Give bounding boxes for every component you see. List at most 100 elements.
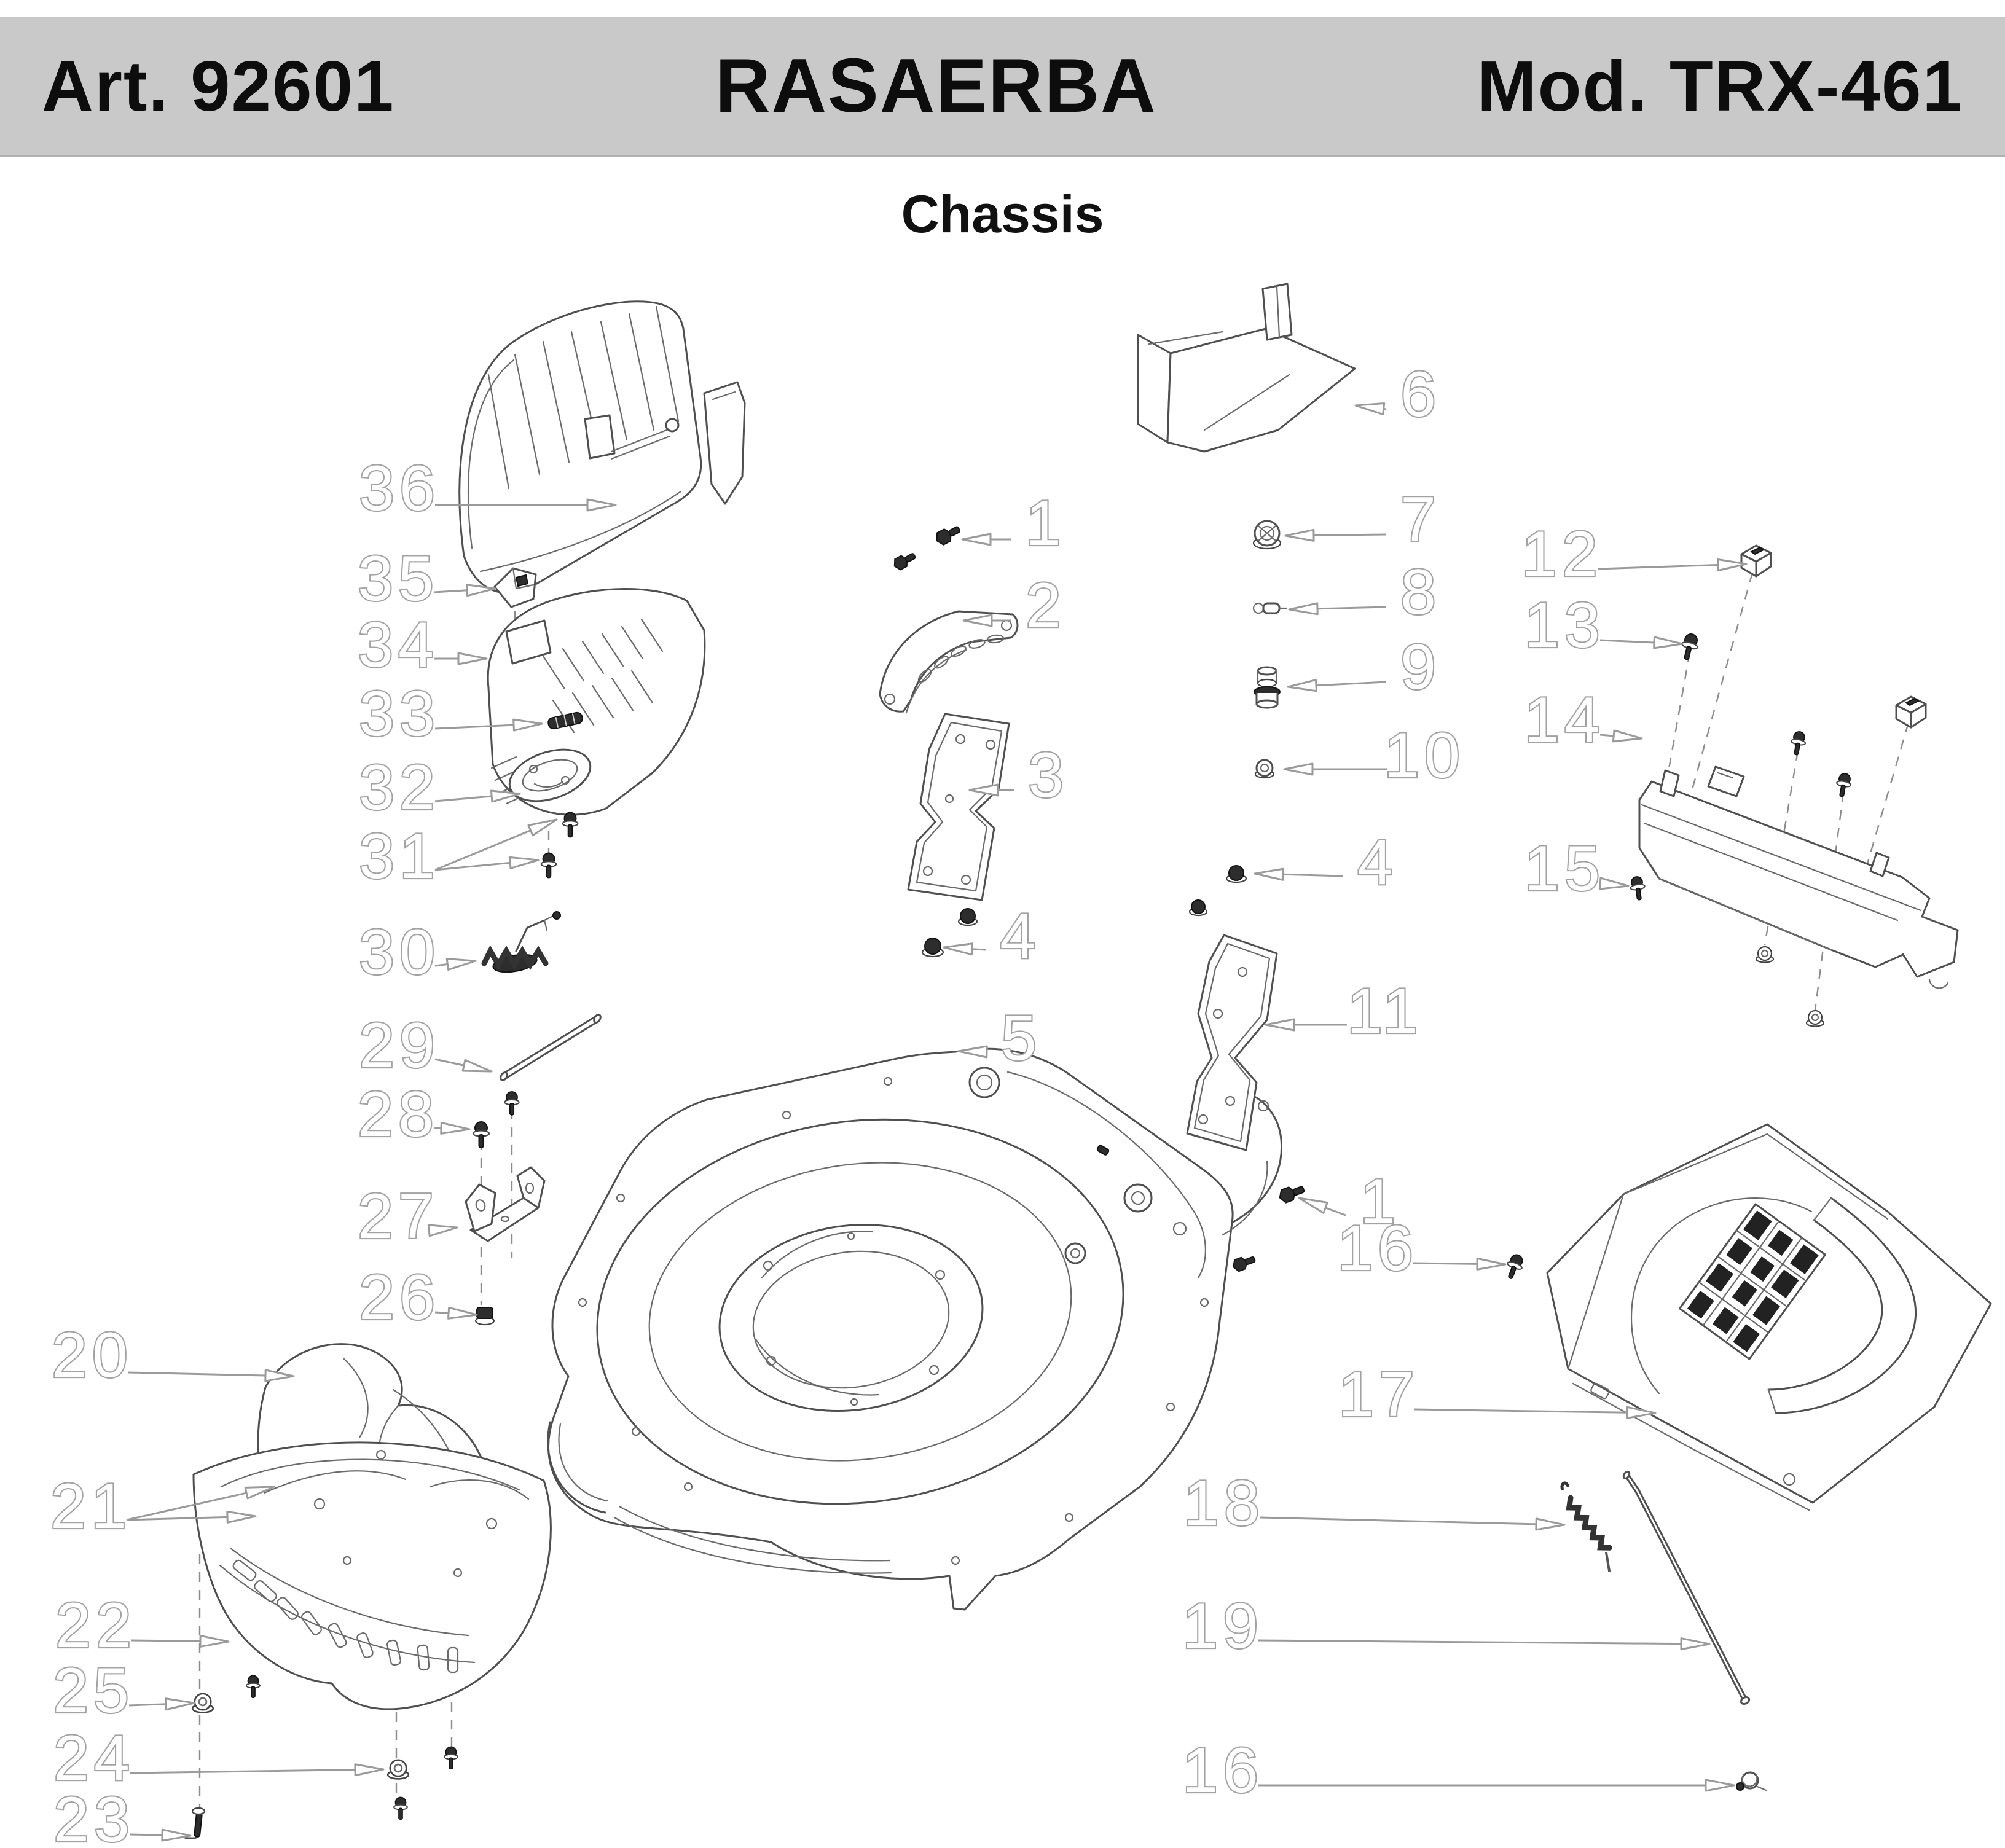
leader-line	[434, 724, 514, 730]
part-1-screws-right	[1230, 1182, 1307, 1274]
callout-23: 23	[52, 1783, 192, 1848]
leader-arrowhead-icon	[445, 958, 477, 971]
callout-11: 11	[1265, 974, 1419, 1048]
callout-33: 33	[358, 677, 543, 751]
part-number-label: 21	[50, 1471, 131, 1542]
part-8-connector	[1252, 602, 1288, 614]
leader-line	[1259, 1516, 1537, 1525]
leader-line	[1316, 681, 1387, 687]
part-number-label: 1	[1360, 1166, 1400, 1237]
part-number-label: 6	[1400, 359, 1441, 430]
callout-16: 16	[1336, 1212, 1507, 1285]
part-number-label: 31	[359, 821, 440, 892]
callout-5: 5	[957, 1001, 1042, 1075]
part-number-label: 15	[1524, 833, 1605, 904]
part-number-label: 20	[52, 1320, 133, 1391]
callout-26: 26	[358, 1261, 478, 1334]
part-16-clip	[1736, 1771, 1767, 1791]
leader-line	[126, 1516, 228, 1521]
part-1-screws-center	[891, 522, 963, 573]
header: Art. 92601 RASAERBA Mod. TRX-461	[0, 17, 2005, 157]
part-number-label: 16	[1337, 1213, 1418, 1284]
part-4-nuts-center	[921, 908, 978, 958]
callout-10: 10	[1283, 719, 1461, 793]
leader-line	[127, 1371, 266, 1377]
part-number-label: 24	[53, 1723, 135, 1794]
callout-16: 16	[1181, 1734, 1735, 1807]
part-number-label: 4	[1000, 901, 1040, 972]
leader-line	[971, 948, 986, 951]
callout-36: 36	[358, 452, 617, 525]
leader-line	[434, 963, 448, 967]
leader-arrowhead-icon	[226, 1510, 257, 1524]
part-number-label: 8	[1400, 557, 1441, 628]
part-number-label: 27	[358, 1181, 439, 1252]
part-16-screw	[1502, 1251, 1526, 1282]
part-number-label: 16	[1182, 1735, 1263, 1806]
part-number-label: 13	[1524, 590, 1605, 661]
callout-17: 17	[1337, 1358, 1657, 1431]
part-number-label: 3	[1028, 740, 1069, 811]
callout-30: 30	[358, 915, 477, 989]
article-number: Art. 92601	[42, 46, 395, 126]
leader-arrowhead-icon	[457, 652, 488, 665]
leader-line	[1599, 734, 1614, 737]
part-35-clip	[493, 567, 537, 608]
callout-22: 22	[54, 1589, 230, 1662]
part-4-nuts-right	[1188, 865, 1247, 917]
part-29-rod	[500, 1014, 602, 1081]
leader-line	[434, 829, 532, 871]
part-25-nut	[191, 1693, 214, 1713]
part-number-label: 33	[359, 678, 440, 750]
part-number-label: 5	[1001, 1003, 1042, 1074]
leader-line	[1317, 606, 1387, 610]
leader-arrowhead-icon	[1717, 558, 1748, 572]
part-9-bolt	[1254, 666, 1281, 709]
callout-34: 34	[356, 608, 488, 682]
leader-arrowhead-icon	[1535, 1517, 1566, 1531]
part-number-label: 35	[358, 543, 439, 614]
brand-title: RASAERBA	[715, 44, 1157, 128]
part-36-rear-flap	[458, 300, 746, 594]
leader-arrowhead-icon	[466, 584, 496, 597]
callout-8: 8	[1288, 555, 1441, 629]
leader-line	[129, 1833, 163, 1836]
callout-14: 14	[1523, 683, 1643, 757]
leader-arrowhead-icon	[1283, 762, 1314, 776]
part-number-label: 18	[1183, 1468, 1265, 1539]
part-19-rod	[1622, 1471, 1751, 1705]
section-title: Chassis	[901, 185, 1104, 244]
leader-arrowhead-icon	[1288, 602, 1319, 616]
leader-line	[434, 1058, 465, 1067]
callout-35: 35	[356, 542, 496, 616]
leader-line	[1414, 1408, 1628, 1414]
leader-line	[131, 1639, 201, 1642]
leader-arrowhead-icon	[1354, 402, 1386, 415]
leader-arrowhead-icon	[427, 1224, 458, 1237]
callout-1: 1	[961, 487, 1062, 560]
leader-arrowhead-icon	[1298, 1197, 1328, 1214]
callout-20: 20	[50, 1318, 295, 1392]
callout-19: 19	[1181, 1589, 1711, 1663]
part-6-deflector	[1137, 283, 1356, 453]
part-13-screw	[1677, 632, 1701, 662]
leader-arrowhead-icon	[199, 1634, 230, 1648]
callout-layer: 3635343332313029282726202122252423123456…	[49, 358, 1748, 1848]
part-number-label: 14	[1524, 684, 1605, 756]
part-12-square-nuts	[1740, 544, 1927, 729]
part-number-label: 12	[1521, 519, 1603, 590]
callout-27: 27	[356, 1180, 458, 1253]
model-number: Mod. TRX-461	[1477, 46, 1963, 126]
leader-arrowhead-icon	[1598, 877, 1630, 890]
part-number-label: 19	[1182, 1591, 1263, 1662]
leader-line	[1325, 1207, 1346, 1216]
leader-arrowhead-icon	[957, 1045, 988, 1059]
part-number-label: 9	[1400, 632, 1441, 703]
part-number-label: 34	[358, 609, 439, 681]
leader-arrowhead-icon	[461, 1059, 493, 1073]
part-28-screws	[472, 1091, 520, 1149]
leader-line	[434, 795, 492, 802]
leader-arrowhead-icon	[961, 533, 992, 546]
